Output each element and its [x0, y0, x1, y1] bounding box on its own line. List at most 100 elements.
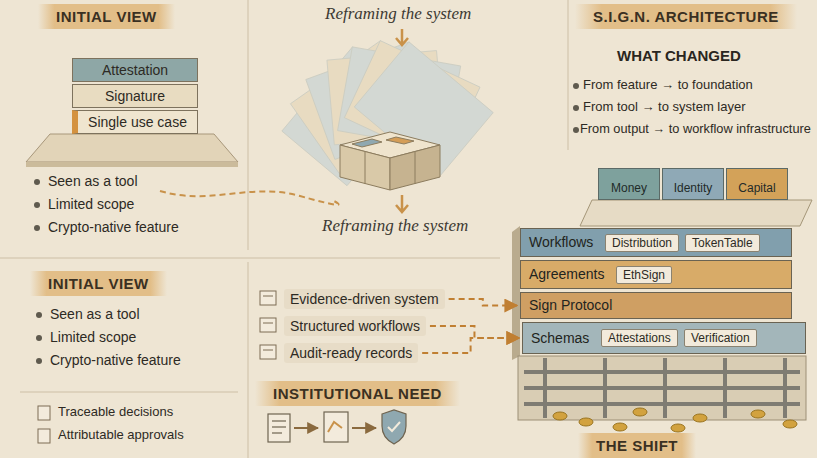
architecture-layer: Agreements EthSign: [520, 260, 792, 289]
need-icon: [268, 410, 406, 444]
pipe-base: [663, 358, 667, 418]
bullet-dot: [36, 335, 42, 341]
pipe-base: [524, 402, 800, 406]
stack-platform: [26, 134, 238, 162]
system-box: [352, 139, 382, 147]
need-icon: [324, 412, 348, 442]
node-text: Evidence-driven system: [290, 291, 439, 307]
section-caption: Reframing the system: [325, 4, 471, 24]
node-text: INITIAL VIEW: [56, 8, 157, 25]
dashed-arrow: [430, 326, 519, 338]
node-text: Attestation: [102, 62, 168, 78]
doc-icon: [38, 429, 50, 443]
node-text: Verification: [691, 331, 750, 345]
pillar-block: Capital: [726, 168, 788, 200]
pipe-base: [518, 356, 806, 420]
panel-divider: [248, 262, 249, 458]
coin: [553, 408, 797, 432]
node-text: Capital: [738, 181, 775, 195]
doc-icon: [260, 318, 276, 332]
pipe-base: [723, 358, 727, 418]
node-text: Distribution: [612, 236, 672, 250]
subheading: WHAT CHANGED: [617, 47, 741, 64]
node-text: Single use case: [88, 114, 187, 130]
stack-slab: [512, 226, 520, 360]
change-item: From tool → to system layer: [583, 99, 746, 114]
bullet-dot: [573, 127, 579, 133]
node-text: Schemas: [531, 323, 589, 353]
need-icon: [328, 422, 342, 432]
pipe-base: [783, 358, 787, 418]
need-icon: [272, 420, 286, 421]
stack-slab: [512, 200, 812, 360]
pipe-base: [543, 358, 547, 418]
need-icon: [272, 426, 286, 427]
system-box: [340, 145, 390, 190]
layer-tab: EthSign: [616, 266, 672, 284]
coin: [553, 412, 567, 420]
panel-divider: [0, 0, 568, 458]
node-text: INSTITUTIONAL NEED: [273, 385, 442, 402]
layer-tab: TokenTable: [685, 234, 760, 252]
doc-icon: [38, 291, 276, 443]
evidence-item: Structured workflows: [284, 316, 426, 336]
node-text: Structured workflows: [290, 318, 420, 334]
coin: [783, 420, 797, 428]
node-text: S.I.G.N. ARCHITECTURE: [593, 8, 779, 25]
need-item: Attributable approvals: [58, 427, 184, 442]
bullet-dot: [573, 105, 579, 111]
node-text: Sign Protocol: [529, 293, 612, 318]
system-box: [386, 137, 414, 144]
node-text: Money: [611, 181, 647, 195]
layer-tab: Attestations: [601, 329, 678, 347]
bullet-text: Seen as a tool: [48, 173, 138, 189]
down-arrow: [396, 195, 408, 212]
architecture-layer: WorkflowsDistributionTokenTable: [520, 228, 792, 257]
stack-platform: [26, 162, 238, 167]
stack-layer: Attestation: [72, 58, 198, 82]
stack-layer: Signature: [72, 84, 198, 108]
bullet-text: Crypto-native feature: [50, 352, 181, 368]
stack-layer: Single use case: [72, 110, 198, 134]
doc-icon: [263, 350, 273, 351]
node-text: TokenTable: [692, 236, 753, 250]
pillar-block: Money: [598, 168, 660, 200]
layer-tab: Distribution: [605, 234, 679, 252]
pipe-base: [524, 358, 800, 418]
down-arrow: [396, 29, 408, 45]
bullet-dot: [36, 358, 42, 364]
node-text: Audit-ready records: [290, 345, 412, 361]
panel-divider: [0, 258, 500, 259]
system-box: [365, 152, 366, 184]
section-caption: Reframing the system: [322, 216, 468, 236]
pipe-base: [518, 356, 806, 420]
section-banner: INITIAL VIEW: [30, 271, 167, 296]
bullet-dot: [34, 202, 40, 208]
pipe-base: [603, 358, 607, 418]
need-icon: [382, 410, 406, 444]
node-text: Agreements: [529, 261, 604, 288]
bullet-text: Limited scope: [48, 196, 134, 212]
panel-divider: [248, 0, 249, 250]
section-banner: INITIAL VIEW: [38, 4, 175, 29]
section-banner: INSTITUTIONAL NEED: [255, 381, 460, 406]
doc-icon: [38, 406, 50, 420]
pipe-base: [524, 386, 800, 390]
need-icon: [294, 427, 318, 429]
dashed-arrow: [449, 299, 517, 306]
stack-platform: [26, 134, 238, 167]
system-box: [340, 132, 440, 190]
system-box: [415, 152, 416, 184]
layer-tab: Verification: [684, 329, 757, 347]
coin: [633, 408, 647, 416]
doc-icon: [263, 323, 273, 324]
dashed-arrow: [422, 338, 519, 353]
panel-divider: [568, 0, 569, 150]
section-banner: THE SHIFT: [578, 433, 696, 458]
doc-icon: [260, 291, 276, 305]
need-icon: [272, 432, 282, 433]
flow-curve: [160, 191, 339, 205]
bullet-dot: [36, 312, 42, 318]
